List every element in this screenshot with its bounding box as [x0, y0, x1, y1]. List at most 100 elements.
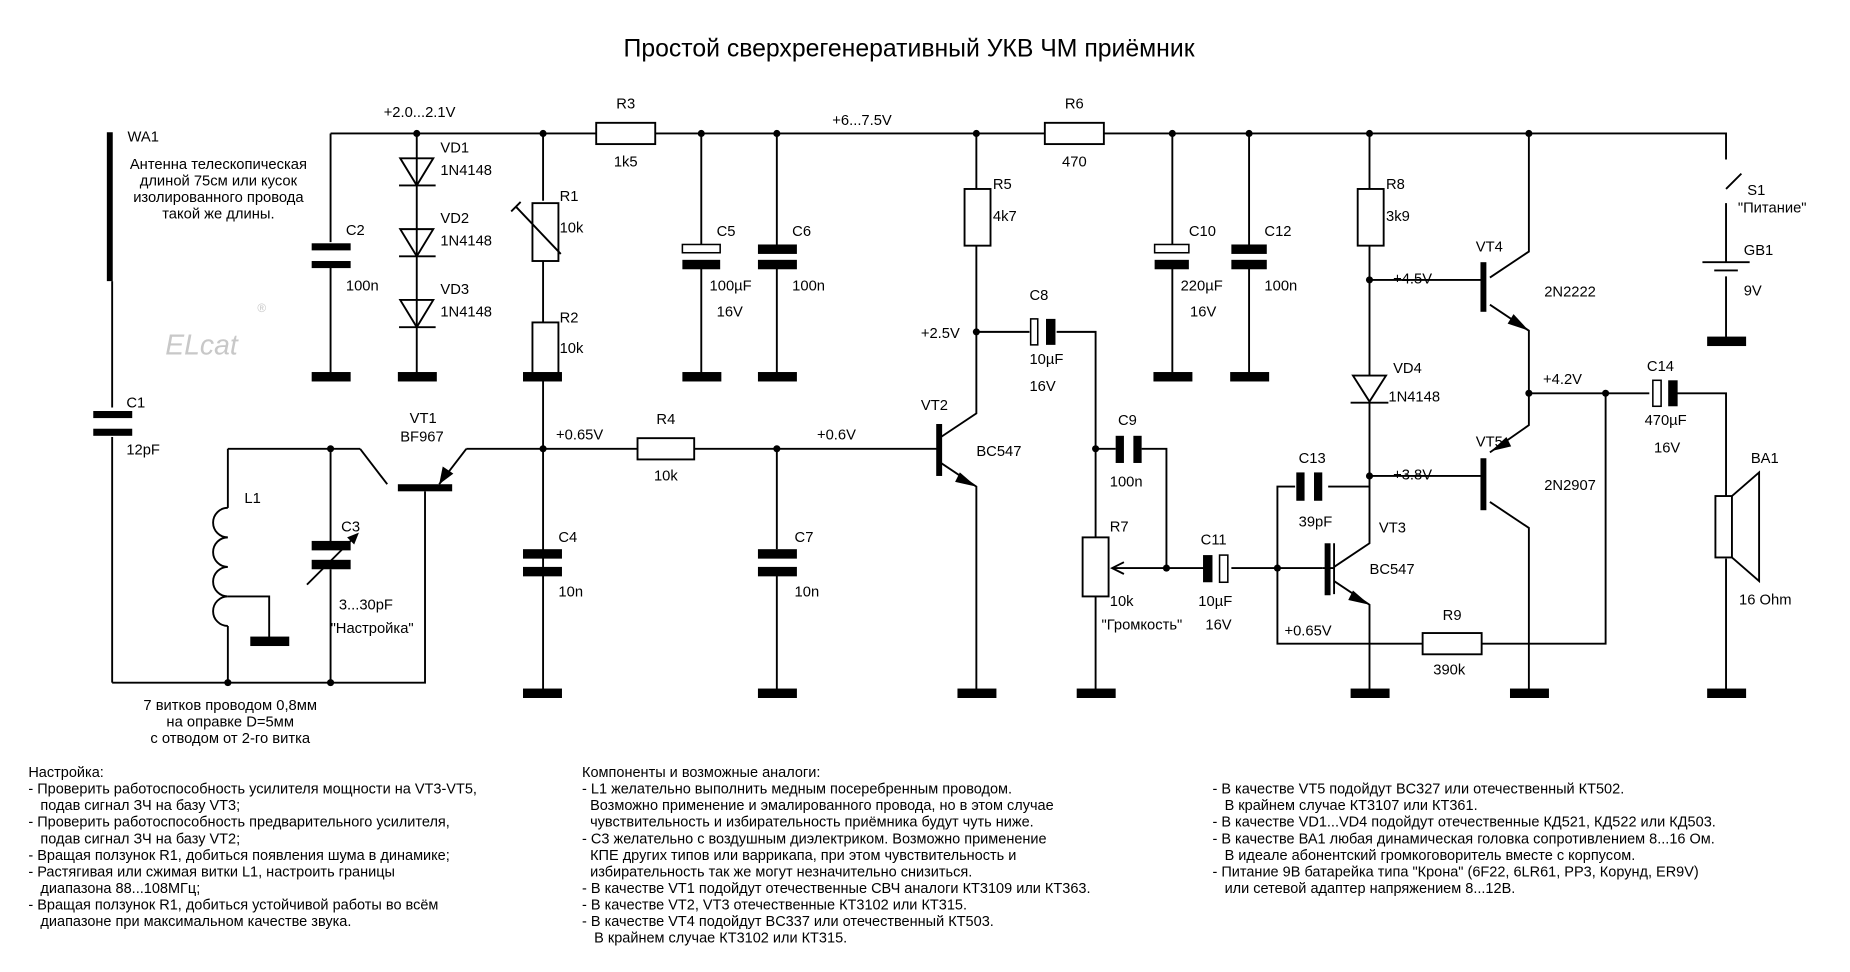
s1-ref: S1: [1747, 183, 1765, 199]
c8-value: 10µF: [1029, 352, 1063, 368]
c3-value: 3...30pF: [339, 597, 393, 613]
analogs-line: избирательность так же могут незначитель…: [582, 864, 972, 880]
r2-value: 10k: [560, 341, 584, 357]
speaker-icon: [1714, 495, 1733, 559]
setup-line: подав сигнал ЗЧ на базу VT2;: [28, 831, 240, 847]
capacitor-plate: [1133, 435, 1142, 463]
r4-ref: R4: [656, 412, 675, 428]
capacitor-c8: C8 10µF 16V: [1029, 288, 1063, 395]
resistor-r3: R3 1k5: [595, 97, 657, 171]
capacitor-plate: [682, 259, 721, 270]
c13-value: 39pF: [1299, 515, 1333, 531]
source-arrow-icon: [439, 466, 454, 485]
voltage-rail: +6...7.5V: [832, 113, 892, 129]
capacitor-plate: [757, 259, 797, 270]
resistor-r2: R2 10k: [531, 310, 584, 379]
vt1-value: BF967: [400, 430, 443, 446]
capacitor-c3[interactable]: C3 3...30pF "Настройка": [306, 519, 414, 637]
junction-dot: [1602, 389, 1610, 397]
npn-transistor-icon: [1480, 262, 1487, 312]
r6-ref: R6: [1065, 97, 1084, 113]
junction-dot: [1365, 276, 1374, 284]
r8-vd4-wire: [1333, 133, 1371, 568]
analogs2-line: - В качестве VT5 подойдут BC327 или отеч…: [1212, 782, 1624, 798]
resistor-r8: R8 3k9: [1356, 177, 1410, 247]
notes-setup: Настройка: - Проверить работоспособность…: [28, 765, 477, 930]
analogs-heading: Компоненты и возможные аналоги:: [582, 765, 820, 781]
c12-value: 100n: [1264, 279, 1297, 295]
c6-value: 100n: [792, 279, 825, 295]
capacitor-c7: C7 10n: [757, 530, 819, 600]
emitter-arrow-icon: [1491, 436, 1512, 452]
r1-ref: R1: [560, 189, 579, 205]
capacitor-c9: C9 100n: [1110, 413, 1143, 490]
ground-icon: [1230, 372, 1270, 382]
capacitor-icon: [311, 243, 351, 251]
r7-value: 10k: [1110, 594, 1134, 610]
wa1-ref: WA1: [128, 130, 159, 146]
l1-note-3: с отводом от 2-го витка: [150, 731, 310, 747]
capacitor-icon: [757, 549, 797, 559]
c11-ref: C11: [1201, 532, 1227, 548]
l1-wire: [226, 448, 271, 683]
diode-vd2: VD2 1N4148: [398, 211, 492, 259]
transistor-vt3: VT3 BC547: [1324, 521, 1415, 605]
potentiometer-r7[interactable]: R7 10k "Громкость": [1081, 519, 1183, 633]
speaker-cone: [1731, 470, 1761, 584]
transistor-vt1: VT1 BF967: [397, 411, 454, 492]
voltage-vt3-base: +0.65V: [1284, 623, 1331, 639]
antenna-wa1: WA1 Антенна телескопическая длиной 75см …: [106, 130, 307, 282]
c14-value: 470µF: [1645, 413, 1687, 429]
r5-ref: R5: [993, 177, 1012, 193]
c2-ref: C2: [346, 223, 365, 239]
capacitor-c14: C14 470µF 16V: [1645, 359, 1687, 456]
ground-icon: [1707, 688, 1747, 698]
resistor-icon: [1421, 632, 1483, 656]
c11-voltage: 16V: [1205, 617, 1231, 633]
capacitor-icon: [1296, 472, 1305, 501]
vd2-value: 1N4148: [440, 234, 492, 250]
junction-dot: [1245, 129, 1253, 138]
ground-icon: [1707, 336, 1747, 347]
voltage-labels: +2.0...2.1V +6...7.5V +2.5V +0.65V +0.6V…: [384, 105, 1582, 639]
ba1-ref: BA1: [1751, 451, 1779, 467]
pnp-transistor-icon: [1480, 458, 1487, 511]
r1-value: 10k: [560, 221, 584, 237]
voltage-vd-string: +2.0...2.1V: [384, 105, 456, 121]
c8-voltage: 16V: [1029, 379, 1055, 395]
capacitor-c13: C13 39pF: [1296, 451, 1332, 531]
r8-ref: R8: [1386, 177, 1405, 193]
battery-gb1: GB1 9V: [1702, 243, 1773, 299]
analogs2-line: - В качестве ВА1 любая динамическая голо…: [1212, 831, 1714, 847]
l1-ref: L1: [244, 491, 260, 507]
ground-icon: [1350, 688, 1390, 698]
arrow-head: [347, 532, 359, 545]
junctions: [224, 129, 1610, 687]
vd1-value: 1N4148: [440, 163, 492, 179]
switch-s1[interactable]: S1 "Питание": [1726, 159, 1807, 217]
vt5-wire: [1369, 475, 1530, 691]
emitter-arrow-icon: [955, 472, 977, 487]
wa1-note-4: такой же длины.: [162, 206, 274, 222]
diode-vd3: VD3 1N4148: [398, 282, 492, 329]
c4-value: 10n: [558, 584, 583, 600]
notes-analogs-continued: - В качестве VT5 подойдут BC327 или отеч…: [1212, 782, 1715, 897]
resistor-icon: [1356, 188, 1385, 247]
c9-value: 100n: [1110, 475, 1143, 491]
variable-capacitor-icon: [311, 540, 351, 551]
c5-ref: C5: [717, 224, 736, 240]
vd2-ref: VD2: [440, 211, 469, 227]
watermark-registered: ®: [257, 301, 266, 315]
junction-dot: [327, 445, 335, 453]
resistor-r9: R9 390k: [1421, 608, 1483, 678]
setup-line: подав сигнал ЗЧ на базу VT3;: [28, 798, 240, 814]
capacitor-plate: [1314, 472, 1323, 501]
analogs-line: - В качестве VT4 подойдут BC337 или отеч…: [582, 914, 994, 930]
analogs-line: чувствительность и избирательность приём…: [582, 815, 1034, 831]
r9-value: 390k: [1433, 662, 1466, 678]
ground-icon: [1076, 688, 1116, 698]
vt4-value: 2N2222: [1544, 284, 1596, 300]
c4-ref: C4: [558, 530, 577, 546]
notes-analogs: Компоненты и возможные аналоги: - L1 жел…: [582, 765, 1090, 946]
vd4-value: 1N4148: [1388, 390, 1440, 406]
